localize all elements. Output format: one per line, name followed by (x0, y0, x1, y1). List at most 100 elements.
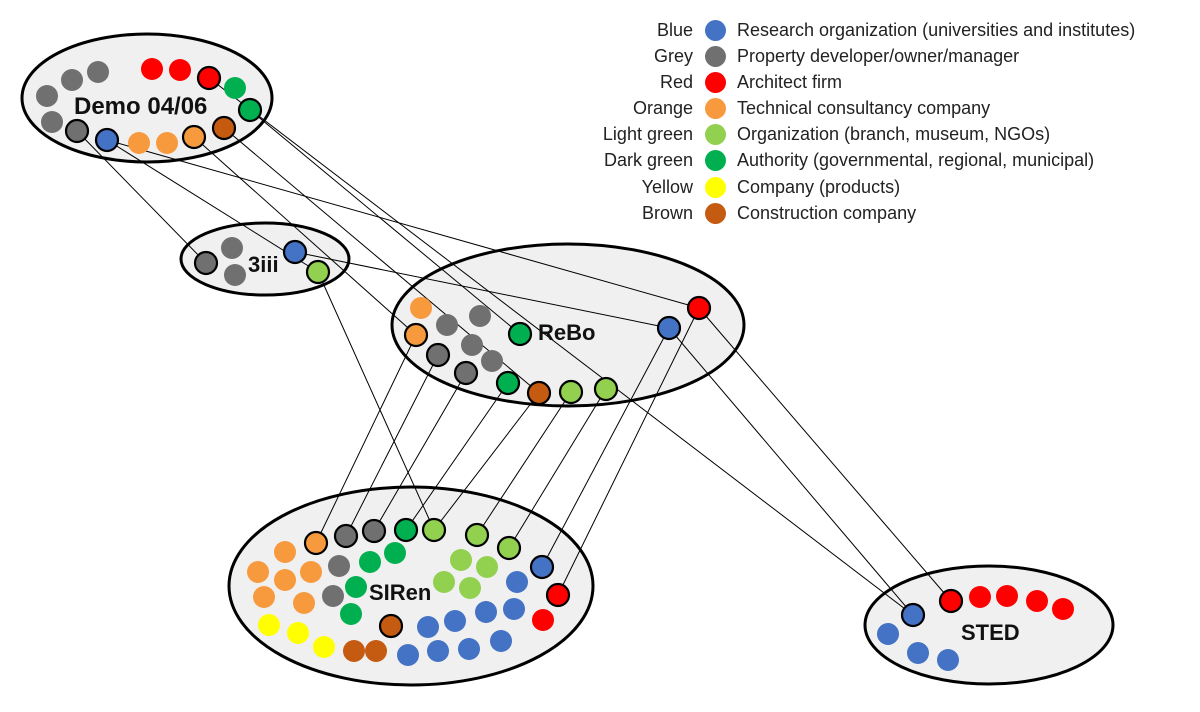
organization-node (969, 586, 991, 608)
organization-node (361, 518, 387, 544)
organization-node (87, 61, 109, 83)
organization-node (459, 577, 481, 599)
link-line (315, 334, 417, 544)
link-line (223, 127, 540, 394)
organization-node (343, 640, 365, 662)
organization-node (169, 59, 191, 81)
organization-node (313, 636, 335, 658)
link-line (294, 251, 670, 329)
organization-node (490, 630, 512, 652)
organization-node (464, 522, 490, 548)
legend-color-name: Yellow (641, 176, 693, 197)
link-line (76, 130, 207, 264)
link-line (249, 109, 521, 335)
organization-node (181, 124, 207, 150)
link-line (405, 382, 509, 531)
organization-node (94, 127, 120, 153)
organization-node (282, 239, 308, 265)
organization-node (196, 65, 222, 91)
organization-node (359, 551, 381, 573)
cluster-label-sted: STED (961, 620, 1020, 645)
organization-node (41, 111, 63, 133)
organization-node (287, 622, 309, 644)
organization-node (64, 118, 90, 144)
link-line (373, 372, 467, 532)
link-line (193, 136, 417, 336)
legend-color-name: Orange (632, 98, 693, 119)
legend-swatch (705, 72, 726, 94)
legend: Blue Research organization (universities… (600, 18, 1190, 227)
organization-node (433, 571, 455, 593)
legend-color-name: Blue (656, 20, 693, 40)
organization-node (333, 523, 359, 549)
organization-node (410, 297, 432, 319)
organization-node (425, 342, 451, 368)
organization-node (328, 555, 350, 577)
organization-node (403, 322, 429, 348)
organization-node (258, 614, 280, 636)
organization-node (237, 97, 263, 123)
organization-node (397, 644, 419, 666)
organization-node (481, 350, 503, 372)
organization-node (436, 314, 458, 336)
link-line (208, 77, 914, 616)
link-line (317, 271, 435, 531)
link-line (541, 327, 670, 568)
organization-node (458, 638, 480, 660)
legend-description: Research organization (universities and … (737, 20, 1136, 40)
organization-node (529, 554, 555, 580)
legend-item: Orange Technical consultancy company (600, 96, 1190, 122)
organization-node (1052, 598, 1074, 620)
organization-node (461, 334, 483, 356)
organization-node (378, 613, 404, 639)
organization-node (128, 132, 150, 154)
legend-swatch (705, 124, 726, 146)
organization-node (417, 616, 439, 638)
legend-description: Technical consultancy company (737, 98, 991, 119)
legend-item: Grey Property developer/owner/manager (600, 44, 1190, 70)
organization-node (211, 115, 237, 141)
organization-node (427, 640, 449, 662)
organization-node (224, 77, 246, 99)
link-line (106, 139, 319, 273)
cluster-label-siren: SIRen (369, 580, 431, 605)
organization-node (444, 610, 466, 632)
link-line (698, 307, 952, 602)
organization-node (937, 649, 959, 671)
organization-node (656, 315, 682, 341)
organization-node (384, 542, 406, 564)
organization-node (506, 571, 528, 593)
organization-node (526, 380, 552, 406)
organization-node (1026, 590, 1048, 612)
legend-item: Brown Construction company (600, 201, 1190, 227)
organization-node (221, 237, 243, 259)
legend-color-name: Brown (641, 202, 693, 223)
organization-node (36, 85, 58, 107)
legend-swatch (705, 176, 726, 198)
legend-description: Architect firm (737, 72, 843, 93)
organization-node (274, 541, 296, 563)
organization-node (476, 556, 498, 578)
cluster-label-rebo: ReBo (538, 320, 595, 345)
organization-node (61, 69, 83, 91)
organization-node (686, 295, 712, 321)
link-line (476, 391, 572, 536)
organization-node (305, 259, 331, 285)
legend-color-name: Red (659, 72, 693, 93)
legend-swatch (705, 150, 726, 172)
legend-description: Organization (branch, museum, NGOs) (737, 124, 1051, 145)
organization-node (900, 602, 926, 628)
legend-item: Yellow Company (products) (600, 175, 1190, 201)
organization-node (156, 132, 178, 154)
legend-swatch (705, 98, 726, 120)
organization-node (303, 530, 329, 556)
organization-node (253, 586, 275, 608)
legend-swatch (705, 20, 726, 41)
link-line (345, 354, 439, 537)
cluster-label-demo: Demo 04/06 (74, 93, 207, 120)
legend-color-name: Dark green (603, 150, 693, 171)
organization-node (503, 598, 525, 620)
organization-node (907, 642, 929, 664)
organization-node (996, 585, 1018, 607)
organization-node (593, 376, 619, 402)
